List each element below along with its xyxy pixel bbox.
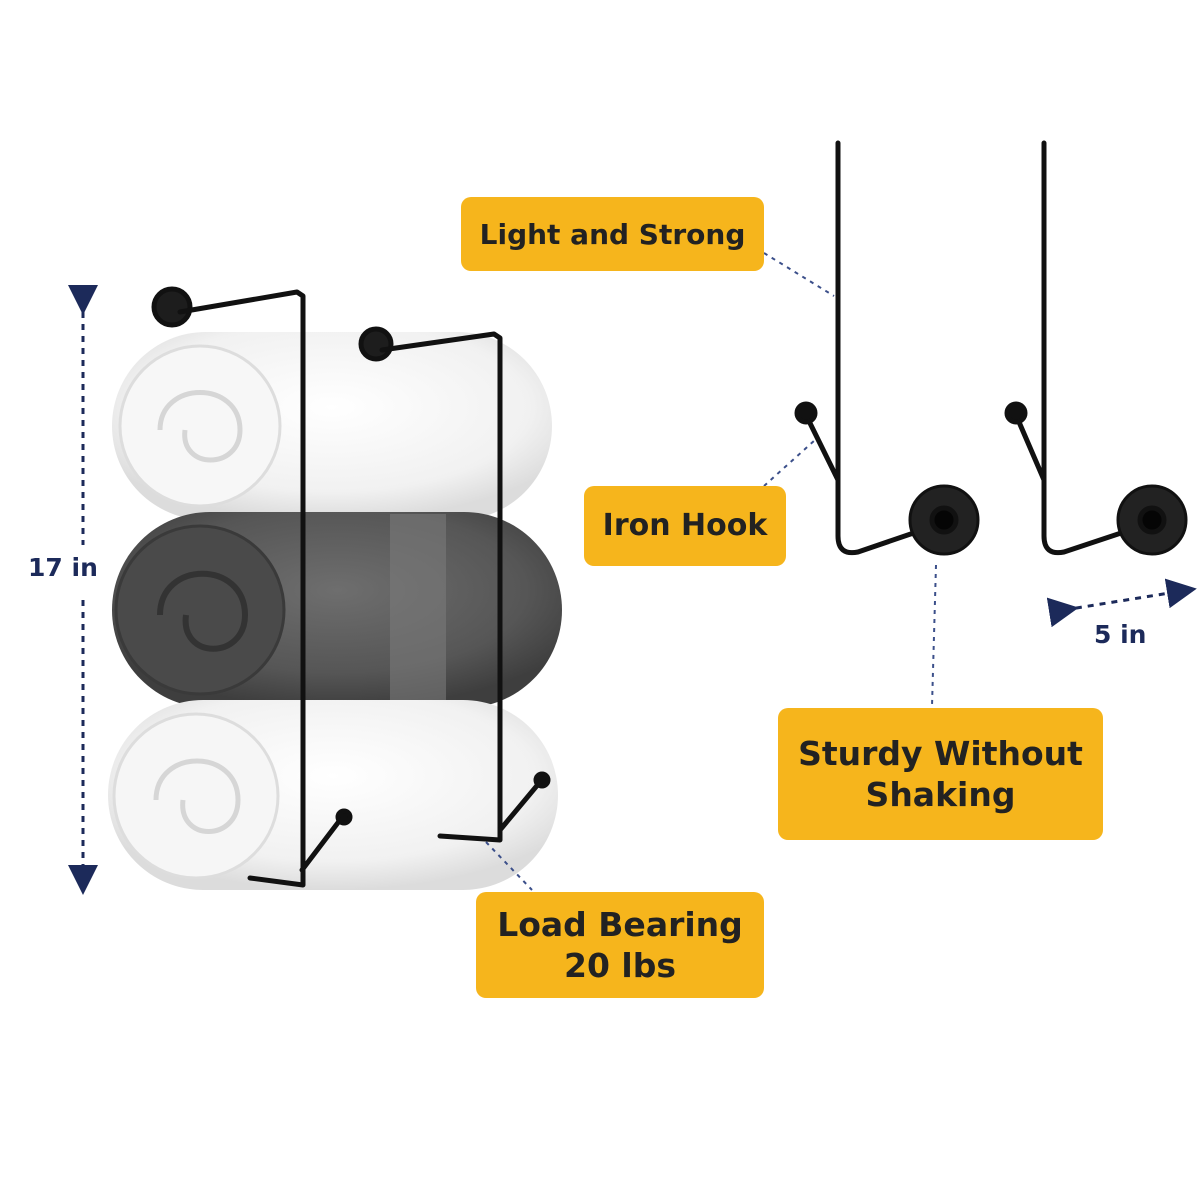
callout-sturdy: Sturdy Without Shaking — [778, 708, 1103, 840]
callout-text-line1: Sturdy Without — [798, 733, 1083, 773]
callout-leader-lines — [485, 252, 937, 891]
callout-light-and-strong: Light and Strong — [461, 197, 764, 271]
callout-text: Light and Strong — [479, 217, 746, 251]
width-dimension-label: 5 in — [1094, 620, 1147, 649]
callout-iron-hook: Iron Hook — [584, 486, 786, 566]
rack-frame — [151, 286, 551, 888]
wall-hook-illustration — [794, 140, 1188, 556]
callout-load-bearing: Load Bearing 20 lbs — [476, 892, 764, 998]
towel-stack — [108, 332, 562, 890]
height-dimension-label: 17 in — [28, 553, 98, 582]
callout-text-line1: Load Bearing — [497, 904, 743, 944]
callout-text: Iron Hook — [602, 508, 768, 544]
dimension-arrow-icon — [68, 285, 1197, 895]
callout-text-line2: 20 lbs — [564, 946, 676, 985]
callout-text-line2: Shaking — [865, 775, 1016, 814]
